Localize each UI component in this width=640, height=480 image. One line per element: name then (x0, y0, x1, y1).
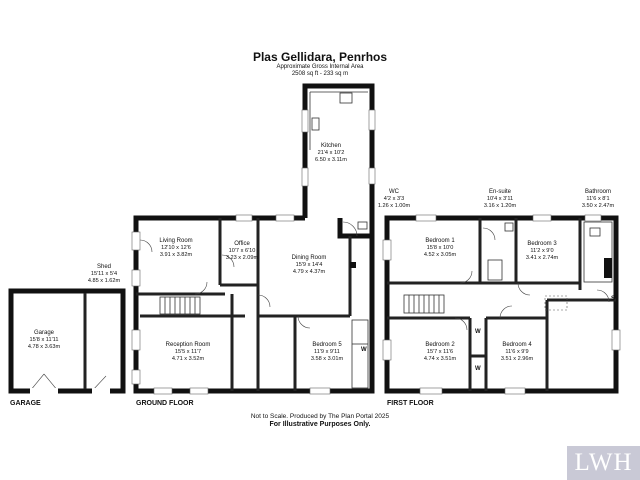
room-bathroom: Bathroom 11'6 x 8'1 3.50 x 2.47m (582, 189, 614, 210)
room-name: Kitchen (320, 143, 341, 149)
shed-door (91, 375, 110, 394)
room-office: Office 10'7 x 6'10 3.23 x 2.09m (226, 241, 258, 262)
room-kitchen: Kitchen 21'4 x 10'2 6.50 x 3.11m (315, 143, 347, 164)
ground-stairs (159, 296, 201, 315)
room-imperial: 11'2 x 9'0 (530, 248, 554, 254)
room-wc: WC 4'2 x 3'3 1.26 x 1.00m (378, 189, 410, 210)
footer-note: Not to Scale. Produced by The Plan Porta… (250, 413, 390, 420)
room-bedroom4: Bedroom 4 11'6 x 9'9 3.51 x 2.96m (501, 342, 533, 363)
room-imperial: 11'6 x 8'1 (586, 196, 610, 202)
room-garage: Garage 15'8 x 11'11 4.78 x 3.63m (28, 330, 60, 351)
room-imperial: 15'8 x 11'11 (29, 337, 59, 343)
area-label: Approximate Gross Internal Area (276, 64, 364, 70)
room-shed: Shed 15'11 x 5'4 4.85 x 1.62m (88, 264, 120, 285)
agency-logo: LWH (567, 446, 640, 480)
room-imperial: 10'7 x 6'10 (228, 248, 256, 254)
room-bedroom5: Bedroom 5 11'9 x 9'11 3.58 x 3.01m (311, 342, 343, 363)
room-imperial: 15'8 x 10'0 (426, 245, 454, 251)
room-name: Bedroom 5 (312, 342, 342, 348)
first-stairs (403, 294, 445, 314)
garage-building (8, 288, 126, 394)
room-ensuite: En-suite 10'4 x 3'11 3.16 x 1.20m (484, 189, 516, 210)
room-metric: 3.51 x 2.96m (500, 356, 534, 362)
room-metric: 4.74 x 3.51m (423, 356, 457, 362)
room-metric: 1.26 x 1.00m (377, 203, 411, 209)
room-imperial: 10'4 x 3'11 (486, 196, 514, 202)
room-metric: 4.78 x 3.63m (27, 344, 61, 350)
wardrobe-mark: W (361, 347, 367, 353)
room-name: Office (234, 241, 250, 247)
room-name: Living Room (159, 238, 193, 244)
first-floor-walls (384, 215, 619, 394)
room-name: Shed (96, 264, 111, 270)
room-name: Bedroom 1 (425, 238, 455, 244)
room-name: Bedroom 4 (502, 342, 532, 348)
room-imperial: 12'10 x 12'6 (161, 245, 191, 251)
first-floor-fixtures (403, 221, 613, 331)
room-reception: Reception Room 15'5 x 11'7 4.71 x 3.52m (166, 342, 211, 363)
room-metric: 3.91 x 3.82m (159, 252, 193, 258)
room-name: Bathroom (584, 189, 611, 195)
storage-mark: S (611, 296, 616, 302)
room-name: WC (389, 189, 399, 195)
room-imperial: 11'9 x 9'11 (314, 349, 340, 355)
room-imperial: 15'9 x 14'4 (295, 262, 323, 268)
floor-label-ground: GROUND FLOOR (136, 400, 194, 407)
plan-title: Plas Gellidara, Penrhos (252, 50, 388, 64)
room-metric: 3.50 x 2.47m (581, 203, 615, 209)
room-name: Bedroom 3 (527, 241, 557, 247)
room-imperial: 15'7 x 11'6 (426, 349, 454, 355)
room-metric: 4.52 x 3.05m (423, 252, 457, 258)
room-name: Bedroom 2 (425, 342, 455, 348)
room-imperial: 15'11 x 5'4 (90, 271, 118, 277)
room-metric: 6.50 x 3.11m (315, 157, 347, 163)
room-metric: 3.58 x 3.01m (310, 356, 344, 362)
room-metric: 3.41 x 2.74m (525, 255, 559, 261)
floor-label-garage: GARAGE (10, 400, 41, 407)
room-metric: 3.16 x 1.20m (483, 203, 517, 209)
room-bedroom3: Bedroom 3 11'2 x 9'0 3.41 x 2.74m (526, 241, 558, 262)
wardrobe-mark: W (475, 329, 481, 335)
ground-floor-walls (133, 83, 375, 394)
footer-disclaimer: For Illustrative Purposes Only. (269, 421, 371, 428)
room-metric: 4.85 x 1.62m (87, 278, 121, 284)
room-imperial: 21'4 x 10'2 (317, 150, 345, 156)
ground-floor-windows (131, 109, 376, 395)
room-imperial: 11'6 x 9'9 (505, 349, 529, 355)
room-name: En-suite (488, 189, 511, 195)
ground-floor-fixtures (139, 91, 369, 389)
garage-door (29, 373, 59, 394)
room-name: Reception Room (165, 342, 211, 348)
room-metric: 4.71 x 3.52m (171, 356, 205, 362)
area-value: 2508 sq ft - 233 sq m (291, 71, 349, 77)
floor-label-first: FIRST FLOOR (387, 400, 434, 407)
room-bedroom1: Bedroom 1 15'8 x 10'0 4.52 x 3.05m (424, 238, 456, 259)
room-imperial: 4'2 x 3'3 (383, 196, 405, 202)
room-bedroom2: Bedroom 2 15'7 x 11'6 4.74 x 3.51m (424, 342, 456, 363)
room-name: Garage (33, 330, 54, 336)
room-dining: Dining Room 15'9 x 14'4 4.79 x 4.37m (292, 255, 327, 276)
room-imperial: 15'5 x 11'7 (174, 349, 202, 355)
first-floor-windows (382, 214, 621, 395)
room-metric: 3.23 x 2.09m (225, 255, 259, 261)
wardrobe-mark: W (475, 366, 481, 372)
room-name: Dining Room (291, 255, 327, 261)
room-living: Living Room 12'10 x 12'6 3.91 x 3.82m (159, 238, 192, 259)
room-metric: 4.79 x 4.37m (292, 269, 326, 275)
